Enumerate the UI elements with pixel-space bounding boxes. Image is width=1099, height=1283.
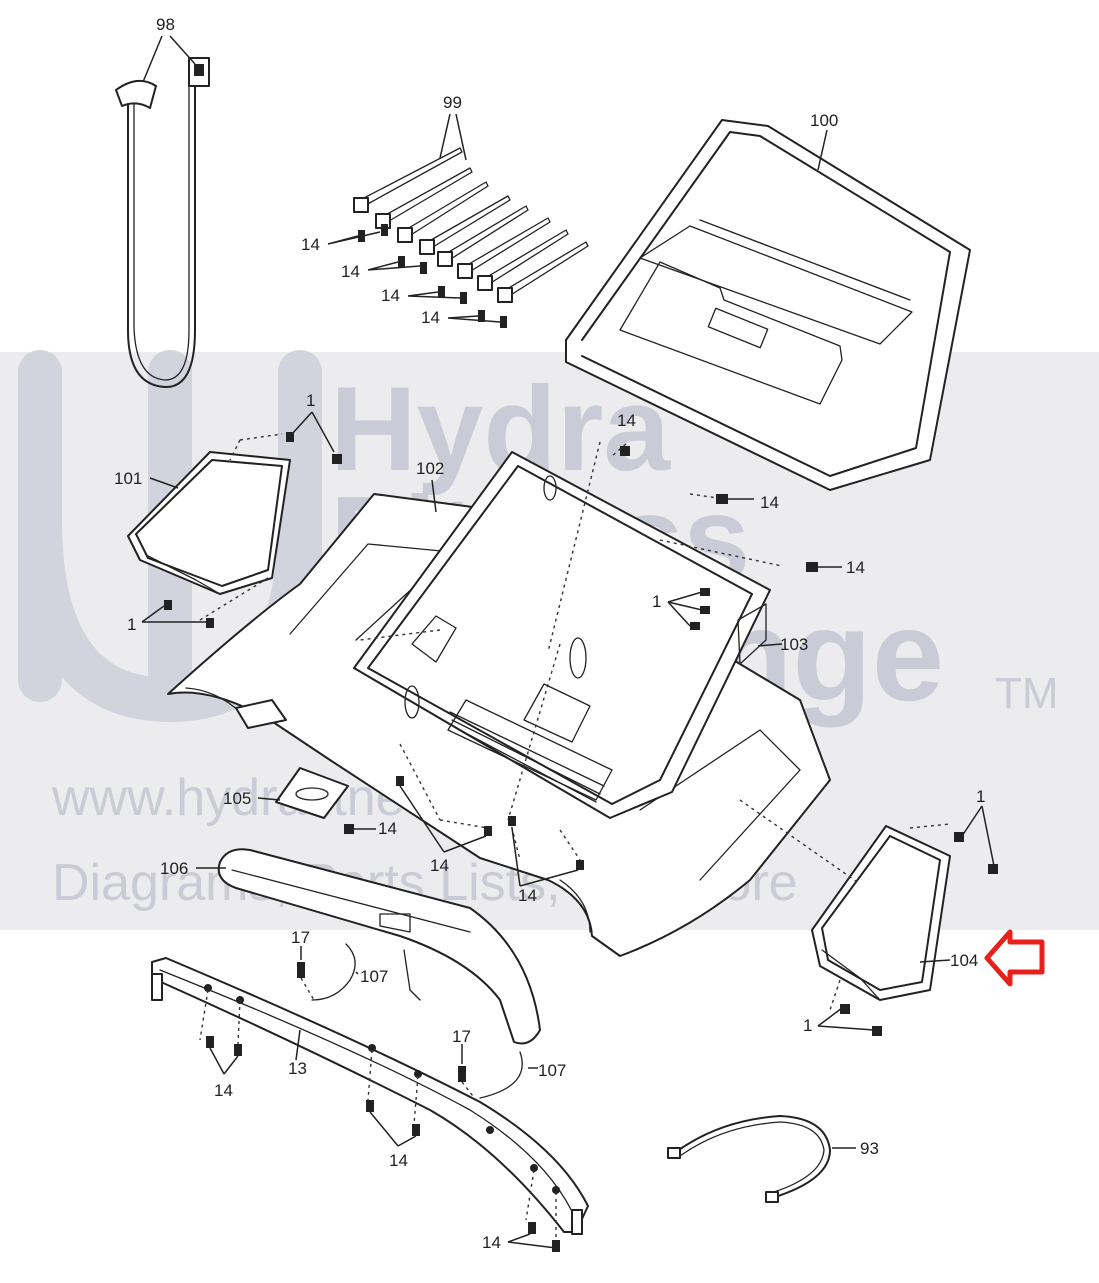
- label-14-c: 14: [381, 286, 400, 305]
- part-101-left-bin: [127, 411, 342, 628]
- label-105: 105: [223, 789, 251, 808]
- part-106-handlebar: [196, 848, 541, 1045]
- part-93-cable: [667, 1115, 856, 1203]
- part-98-strap: [115, 35, 210, 389]
- part-99-wire-ties: [327, 113, 589, 328]
- label-103: 103: [780, 635, 808, 654]
- label-99: 99: [443, 93, 462, 112]
- label-14-d: 14: [421, 308, 440, 327]
- label-17-b: 17: [452, 1027, 471, 1046]
- label-14-a: 14: [301, 235, 320, 254]
- highlight-arrow-icon: [984, 929, 1045, 987]
- label-101: 101: [114, 469, 142, 488]
- label-107-a: 107: [360, 967, 388, 986]
- label-1-c: 1: [652, 592, 661, 611]
- part-105-clip: [257, 743, 584, 887]
- label-104: 104: [950, 951, 978, 970]
- label-1-a: 1: [306, 391, 315, 410]
- label-14-l: 14: [389, 1151, 408, 1170]
- label-1-d: 1: [976, 787, 985, 806]
- label-102: 102: [416, 459, 444, 478]
- label-13: 13: [288, 1059, 307, 1078]
- label-93: 93: [860, 1139, 879, 1158]
- label-14-g: 14: [846, 558, 865, 577]
- label-14-j: 14: [518, 886, 537, 905]
- label-14-f: 14: [760, 493, 779, 512]
- label-14-m: 14: [482, 1233, 501, 1252]
- part-100-console-cover: [565, 119, 971, 491]
- watermark-logo-icon: [18, 350, 322, 723]
- watermark-trademark: TM: [995, 669, 1059, 718]
- label-107-b: 107: [538, 1061, 566, 1080]
- label-14-i: 14: [430, 856, 449, 875]
- part-103-console-frame: [353, 441, 842, 821]
- label-14-e: 14: [617, 411, 636, 430]
- label-14-b: 14: [341, 262, 360, 281]
- label-14-h: 14: [378, 819, 397, 838]
- label-98: 98: [156, 15, 175, 34]
- part-104-right-bin: [739, 799, 998, 1036]
- label-14-k: 14: [214, 1081, 233, 1100]
- label-100: 100: [810, 111, 838, 130]
- label-106: 106: [160, 859, 188, 878]
- label-1-e: 1: [803, 1016, 812, 1035]
- part-13-console-arm: [151, 957, 589, 1252]
- label-1-b: 1: [127, 615, 136, 634]
- label-17-a: 17: [291, 928, 310, 947]
- part-17-107-fasteners: [297, 943, 538, 1101]
